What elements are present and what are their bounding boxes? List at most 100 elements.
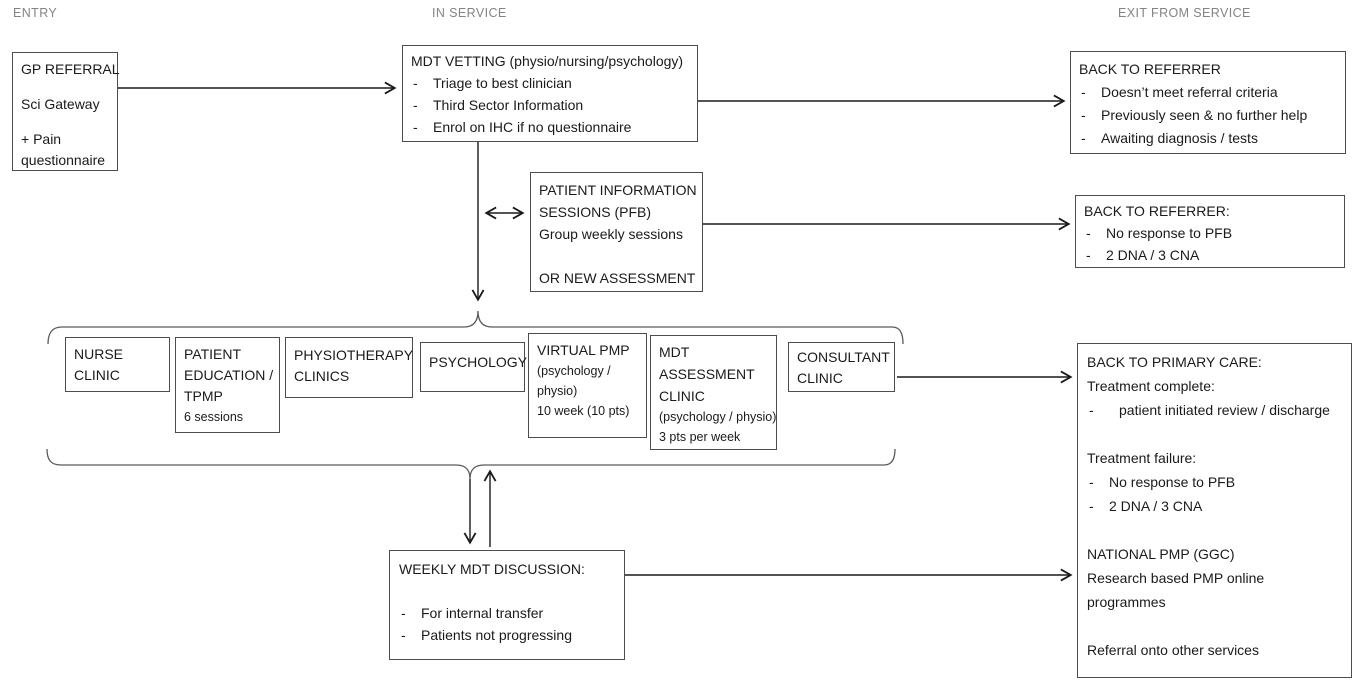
national-pmp-line: programmes: [1087, 594, 1166, 610]
patient-info-sessions-box: PATIENT INFORMATION SESSIONS (PFB) Group…: [530, 172, 703, 292]
treatment-complete-heading: Treatment complete:: [1087, 378, 1215, 394]
bullet-item: - No response to PFB: [1087, 470, 1343, 494]
bullet-dash: -: [401, 605, 406, 621]
bullet-item: - patient initiated review / discharge: [1087, 398, 1343, 422]
bullet-text: No response to PFB: [1106, 225, 1233, 241]
bullet-text: For internal transfer: [421, 605, 544, 621]
psychology-box: PSYCHOLOGY: [420, 342, 528, 392]
bullet-dash: -: [1081, 130, 1086, 146]
physiotherapy-line: CLINICS: [294, 368, 350, 384]
bullet-text: patient initiated review / discharge: [1119, 402, 1330, 418]
back-to-primary-title: BACK TO PRIMARY CARE:: [1087, 354, 1262, 370]
virtual-pmp-box: VIRTUAL PMP (psychology / physio) 10 wee…: [528, 333, 647, 438]
patient-education-line: TPMP: [184, 388, 223, 404]
bullet-text: 2 DNA / 3 CNA: [1109, 498, 1203, 514]
bullet-item: - Awaiting diagnosis / tests: [1079, 127, 1337, 150]
weekly-mdt-box: WEEKLY MDT DISCUSSION: - For internal tr…: [389, 550, 625, 660]
bullet-text: Enrol on IHC if no questionnaire: [433, 119, 632, 135]
mdt-assessment-line: CLINIC: [659, 388, 705, 404]
mdt-assessment-sub: (psychology / physio): [659, 410, 777, 424]
back-to-referrer-top-title: BACK TO REFERRER: [1079, 61, 1221, 77]
spacer: [1087, 614, 1343, 638]
bullet-item: - Triage to best clinician: [411, 72, 689, 94]
patient-education-box: PATIENT EDUCATION / TPMP 6 sessions: [175, 337, 280, 433]
patient-info-line: OR NEW ASSESSMENT: [539, 270, 696, 286]
spacer: [399, 580, 616, 602]
patient-info-line: PATIENT INFORMATION: [539, 182, 697, 198]
physiotherapy-line: PHYSIOTHERAPY: [294, 347, 414, 363]
bullet-dash: -: [1086, 247, 1091, 263]
bullet-dash: -: [1089, 402, 1094, 418]
virtual-pmp-sub: (psychology /: [537, 364, 611, 378]
gp-referral-line: + Pain questionnaire: [21, 131, 106, 168]
nurse-clinic-line: CLINIC: [74, 367, 120, 383]
spacer: [21, 80, 109, 94]
column-header-entry: ENTRY: [13, 6, 58, 20]
mdt-assessment-clinic-box: MDT ASSESSMENT CLINIC (psychology / phys…: [650, 335, 777, 450]
bullet-text: No response to PFB: [1109, 474, 1236, 490]
gp-referral-box: GP REFERRAL Sci Gateway + Pain questionn…: [12, 52, 120, 171]
physiotherapy-clinics-box: PHYSIOTHERAPY CLINICS: [285, 337, 413, 398]
bullet-text: Triage to best clinician: [433, 75, 572, 91]
virtual-pmp-sub: physio): [537, 384, 578, 398]
spacer: [21, 115, 109, 129]
bullet-item: - Third Sector Information: [411, 94, 689, 116]
psychology-line: PSYCHOLOGY: [429, 354, 528, 370]
spacer: [1087, 422, 1343, 446]
consultant-clinic-line: CONSULTANT: [797, 349, 890, 365]
bullet-dash: -: [413, 119, 418, 135]
gp-referral-line: Sci Gateway: [21, 96, 100, 112]
bullet-item: - No response to PFB: [1084, 222, 1336, 244]
bullet-text: Patients not progressing: [421, 627, 572, 643]
bullet-dash: -: [1086, 225, 1091, 241]
bullet-dash: -: [1081, 84, 1086, 100]
bullet-dash: -: [401, 627, 406, 643]
top-brace: [47, 310, 904, 345]
mdt-assessment-line: MDT: [659, 344, 690, 360]
virtual-pmp-title: VIRTUAL PMP: [537, 342, 630, 358]
patient-education-line: EDUCATION /: [184, 367, 274, 383]
patient-info-line: Group weekly sessions: [539, 226, 683, 242]
bullet-text: 2 DNA / 3 CNA: [1106, 247, 1200, 263]
bullet-text: Awaiting diagnosis / tests: [1101, 130, 1258, 146]
bullet-item: - Enrol on IHC if no questionnaire: [411, 116, 689, 138]
mdt-vetting-title: MDT VETTING (physio/nursing/psychology): [411, 53, 684, 69]
patient-info-line: SESSIONS (PFB): [539, 204, 652, 220]
national-pmp-line: Research based PMP online: [1087, 570, 1265, 586]
bullet-dash: -: [1089, 474, 1094, 490]
weekly-mdt-title: WEEKLY MDT DISCUSSION:: [399, 561, 585, 577]
patient-education-note: 6 sessions: [184, 410, 244, 424]
nurse-clinic-line: NURSE: [74, 346, 124, 362]
bullet-text: Doesn’t meet referral criteria: [1101, 84, 1278, 100]
bullet-item: - Previously seen & no further help: [1079, 104, 1337, 127]
column-header-in-service: IN SERVICE: [432, 6, 507, 20]
spacer: [539, 245, 694, 267]
back-to-referrer-top-box: BACK TO REFERRER - Doesn’t meet referral…: [1070, 51, 1346, 154]
gp-referral-title: GP REFERRAL: [21, 61, 120, 77]
bullet-item: - Doesn’t meet referral criteria: [1079, 81, 1337, 104]
back-to-referrer-mid-box: BACK TO REFERRER: - No response to PFB -…: [1075, 195, 1345, 268]
treatment-failure-heading: Treatment failure:: [1087, 450, 1197, 466]
virtual-pmp-sub: 10 week (10 pts): [537, 404, 630, 418]
bullet-text: Previously seen & no further help: [1101, 107, 1308, 123]
back-to-referrer-mid-title: BACK TO REFERRER:: [1084, 203, 1230, 219]
nurse-clinic-box: NURSE CLINIC: [65, 337, 170, 392]
bullet-item: - 2 DNA / 3 CNA: [1087, 494, 1343, 518]
spacer: [1087, 518, 1343, 542]
patient-education-line: PATIENT: [184, 346, 242, 362]
bullet-dash: -: [413, 75, 418, 91]
bullet-item: - For internal transfer: [399, 602, 616, 624]
mdt-vetting-box: MDT VETTING (physio/nursing/psychology) …: [402, 45, 698, 142]
national-pmp-heading: NATIONAL PMP (GGC): [1087, 546, 1235, 562]
bullet-text: Third Sector Information: [433, 97, 584, 113]
bullet-dash: -: [1081, 107, 1086, 123]
bullet-dash: -: [413, 97, 418, 113]
bullet-item: - 2 DNA / 3 CNA: [1084, 244, 1336, 266]
bullet-dash: -: [1089, 498, 1094, 514]
consultant-clinic-line: CLINIC: [797, 370, 843, 386]
mdt-assessment-sub: 3 pts per week: [659, 430, 741, 444]
bottom-brace: [46, 448, 896, 480]
back-to-primary-care-box: BACK TO PRIMARY CARE: Treatment complete…: [1077, 343, 1352, 678]
consultant-clinic-box: CONSULTANT CLINIC: [788, 342, 895, 392]
